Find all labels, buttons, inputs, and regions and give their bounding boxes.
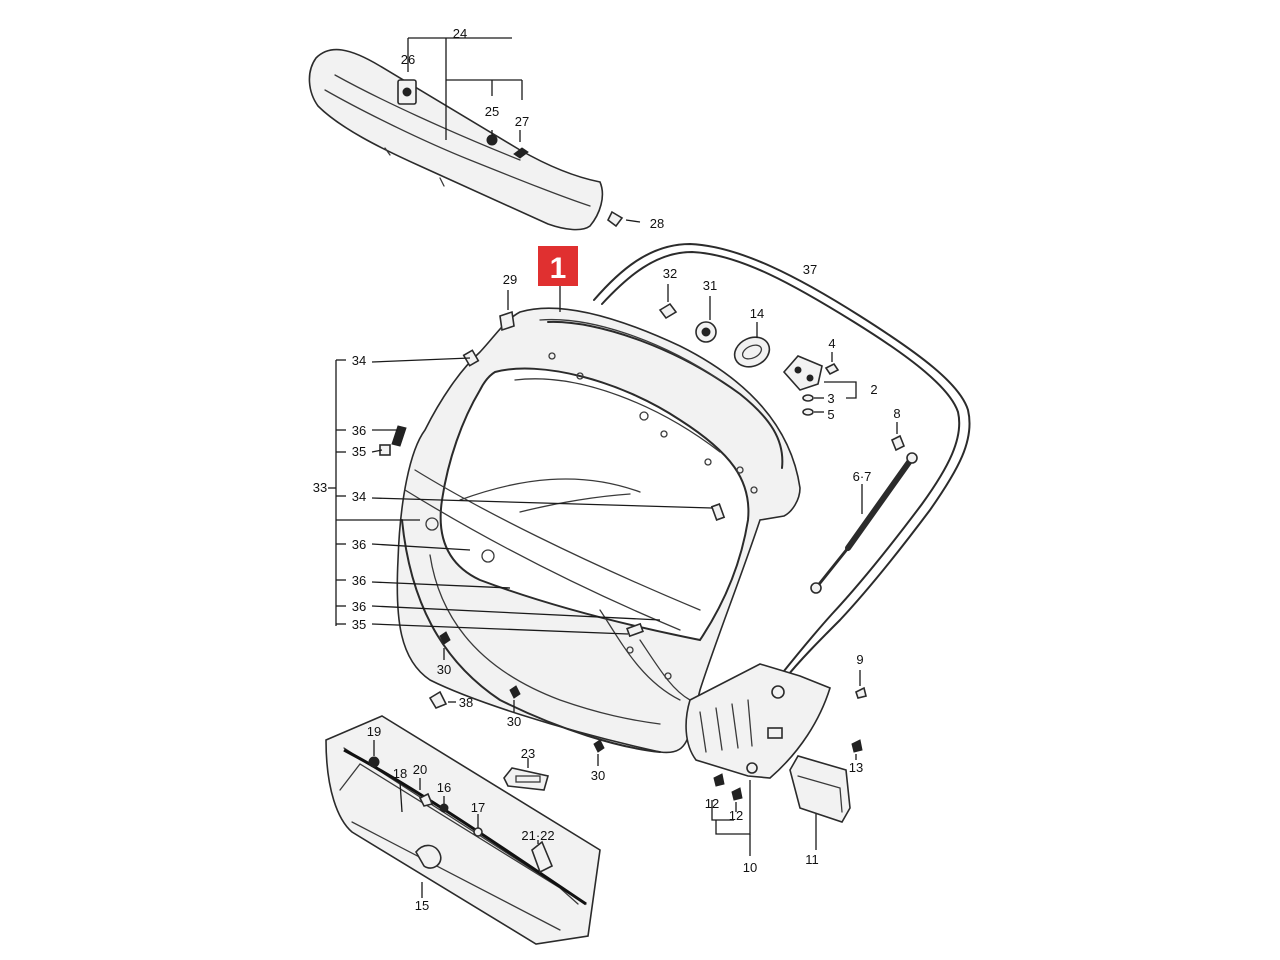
callout-34-mid: 34 xyxy=(352,489,366,504)
callout-33: 33 xyxy=(313,480,327,495)
callout-37: 37 xyxy=(803,262,817,277)
callout-27: 27 xyxy=(515,114,529,129)
callout-labels: 24 26 25 27 28 29 32 31 37 14 4 2 3 5 8 … xyxy=(313,26,901,913)
weatherstrip xyxy=(593,243,971,681)
callout-5: 5 xyxy=(827,407,834,422)
callout-11: 11 xyxy=(805,852,819,867)
callout-36-b: 36 xyxy=(352,537,366,552)
callout-28: 28 xyxy=(650,216,664,231)
callout-25: 25 xyxy=(485,104,499,119)
highlight-part-1[interactable]: 1 xyxy=(538,246,578,286)
hinge-parts xyxy=(658,284,857,416)
callout-21-22: 21·22 xyxy=(521,828,554,843)
callout-12-b: 12 xyxy=(729,808,743,823)
callout-20: 20 xyxy=(413,762,427,777)
callout-13: 13 xyxy=(849,760,863,775)
callout-35-b: 35 xyxy=(352,617,366,632)
latch-assembly xyxy=(685,663,867,856)
callout-10: 10 xyxy=(743,860,757,875)
callout-2: 2 xyxy=(870,382,877,397)
callout-17: 17 xyxy=(471,800,485,815)
rear-spoiler xyxy=(308,48,604,231)
callout-30-a: 30 xyxy=(437,662,451,677)
small-fasteners xyxy=(428,631,605,791)
callout-32: 32 xyxy=(663,266,677,281)
callout-35-a: 35 xyxy=(352,444,366,459)
callout-36-d: 36 xyxy=(352,599,366,614)
left-callout-bracket xyxy=(328,357,713,635)
callout-38: 38 xyxy=(459,695,473,710)
callout-16: 16 xyxy=(437,780,451,795)
callout-3: 3 xyxy=(827,391,834,406)
callout-18: 18 xyxy=(393,766,407,781)
callout-6-7: 6·7 xyxy=(853,469,872,484)
gas-strut xyxy=(810,422,918,594)
part-29 xyxy=(499,310,515,332)
callout-19: 19 xyxy=(367,724,381,739)
callout-29: 29 xyxy=(503,272,517,287)
callout-36-c: 36 xyxy=(352,573,366,588)
back-door-garnish xyxy=(325,715,601,945)
callout-34-top: 34 xyxy=(352,353,366,368)
callout-9: 9 xyxy=(856,652,863,667)
callout-8: 8 xyxy=(893,406,900,421)
highlight-label: 1 xyxy=(550,252,567,285)
callout-30-b: 30 xyxy=(507,714,521,729)
callout-36-a: 36 xyxy=(352,423,366,438)
callout-30-c: 30 xyxy=(591,768,605,783)
callout-15: 15 xyxy=(415,898,429,913)
callout-23: 23 xyxy=(521,746,535,761)
callout-26: 26 xyxy=(401,52,415,67)
callout-12-a: 12 xyxy=(705,796,719,811)
callout-24: 24 xyxy=(453,26,467,41)
callout-14: 14 xyxy=(750,306,764,321)
callout-31: 31 xyxy=(703,278,717,293)
callout-4: 4 xyxy=(828,336,835,351)
spoiler-leaders xyxy=(407,37,641,228)
